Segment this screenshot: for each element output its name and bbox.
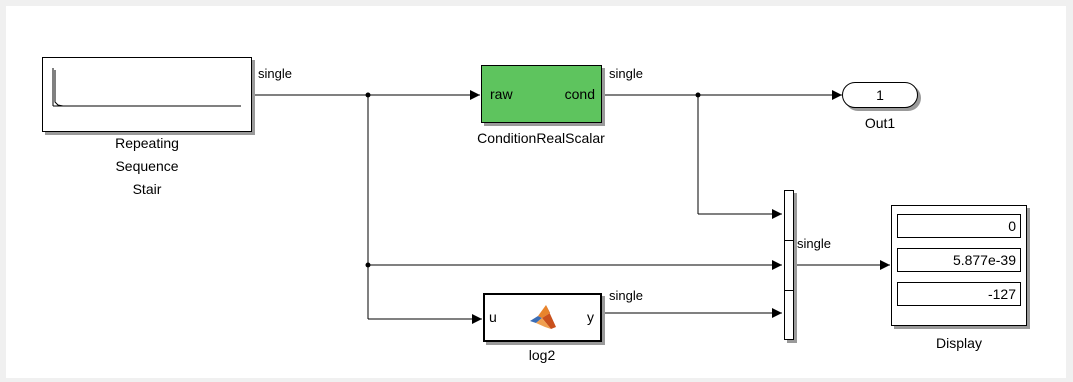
log2-port-in-label: u bbox=[489, 309, 497, 325]
mux-divider bbox=[785, 240, 793, 241]
branch-point bbox=[365, 92, 371, 98]
display-block[interactable]: 0 5.877e-39 -127 bbox=[891, 205, 1027, 326]
log2-function-block[interactable]: u y bbox=[483, 293, 602, 342]
out1-port-number: 1 bbox=[876, 87, 884, 103]
stair-waveform-icon bbox=[52, 68, 241, 107]
matlab-logo-icon bbox=[530, 305, 556, 329]
branch-point bbox=[365, 262, 371, 268]
display-value-1: 0 bbox=[897, 214, 1021, 238]
log2-block-name: log2 bbox=[528, 347, 556, 363]
repeating-block-name-line1: Repeating bbox=[115, 135, 179, 151]
display-value-3: -127 bbox=[897, 282, 1021, 306]
condition-block-name: ConditionRealScalar bbox=[477, 130, 605, 146]
signal-label: single bbox=[797, 236, 831, 251]
repeating-block-name-line3: Stair bbox=[132, 181, 162, 197]
signal-label: single bbox=[609, 288, 643, 303]
condition-port-out-label: cond bbox=[564, 86, 595, 102]
model-canvas[interactable]: single single single single Repeating Se… bbox=[6, 6, 1066, 378]
repeating-sequence-stair-block[interactable] bbox=[42, 57, 252, 132]
out1-port-block[interactable]: 1 bbox=[842, 82, 918, 108]
repeating-block-name-line2: Sequence bbox=[115, 158, 179, 174]
signal-label: single bbox=[609, 66, 643, 81]
mux-block[interactable] bbox=[784, 190, 794, 340]
signal-lines bbox=[252, 90, 890, 324]
condition-real-scalar-block[interactable]: raw cond bbox=[481, 65, 602, 123]
out1-port-name: Out1 bbox=[864, 115, 896, 131]
log2-port-out-label: y bbox=[587, 309, 594, 325]
condition-port-in-label: raw bbox=[490, 86, 513, 102]
signal-label: single bbox=[258, 66, 292, 81]
mux-divider bbox=[785, 290, 793, 291]
display-value-2: 5.877e-39 bbox=[897, 248, 1021, 272]
display-block-name: Display bbox=[936, 335, 982, 351]
branch-point bbox=[695, 92, 701, 98]
